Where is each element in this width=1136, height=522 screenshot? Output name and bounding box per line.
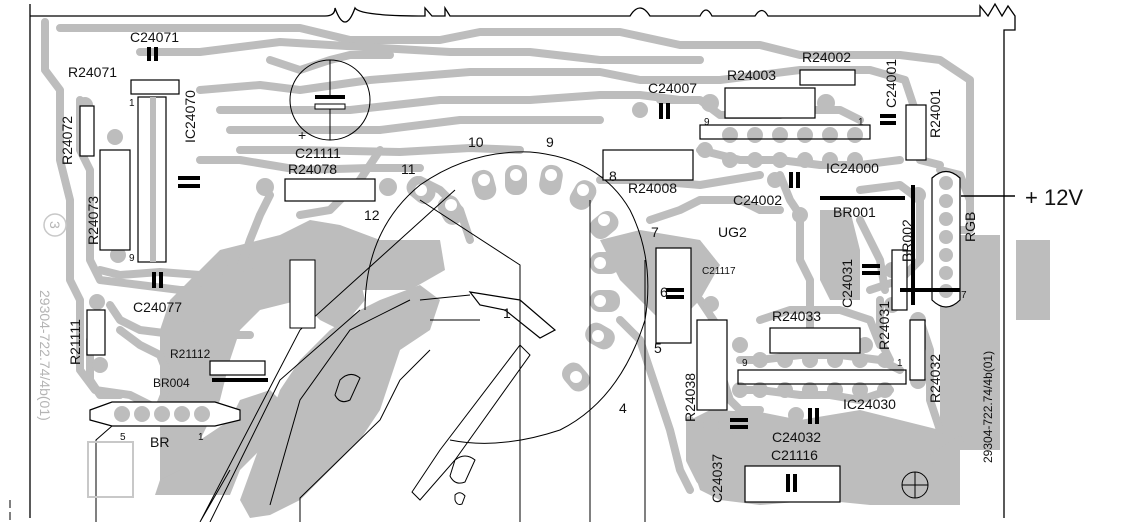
label-r24032: R24032 bbox=[927, 354, 943, 403]
copper-traces bbox=[41, 18, 974, 494]
label-rgb: RGB bbox=[962, 212, 978, 242]
pin-labels: 10 9 11 12 8 7 6 5 4 1 1 9 9 1 9 1 5 1 7 bbox=[120, 98, 967, 443]
label-c21116: C21116 bbox=[771, 447, 818, 463]
pin-label-5: 5 bbox=[654, 340, 662, 356]
label-c24002: C24002 bbox=[733, 192, 782, 208]
br-pin-1: 1 bbox=[198, 432, 204, 443]
ic24070-pin-9: 9 bbox=[129, 253, 135, 264]
pin-label-8: 8 bbox=[609, 168, 617, 184]
board-number: 29304-722.74/4b(01) bbox=[981, 351, 995, 463]
label-r21112: R21112 bbox=[170, 347, 211, 361]
br-pin-5: 5 bbox=[120, 432, 126, 443]
component-labels: C24071 R24071 R24072 IC24070 R24073 C240… bbox=[59, 29, 978, 503]
ic24030-pin-9: 9 bbox=[742, 358, 748, 369]
pin-label-7: 7 bbox=[651, 224, 659, 240]
label-ic24070: IC24070 bbox=[182, 90, 198, 143]
rgb-connector bbox=[931, 170, 1015, 308]
label-c24032: C24032 bbox=[772, 429, 821, 445]
layer-mark: 3 bbox=[47, 221, 63, 229]
pin-label-11: 11 bbox=[401, 161, 416, 177]
label-r24008: R24008 bbox=[628, 180, 677, 196]
label-r24073: R24073 bbox=[85, 196, 101, 245]
ic24000-pin-1: 1 bbox=[858, 117, 864, 128]
label-r24033: R24033 bbox=[772, 308, 821, 324]
polarity-mark: + bbox=[298, 127, 306, 143]
label-c21117: C21117 bbox=[702, 266, 736, 277]
label-br002: BR002 bbox=[899, 219, 915, 262]
label-br: BR bbox=[150, 434, 169, 450]
ic24070-pin-1: 1 bbox=[129, 98, 135, 109]
label-r24038: R24038 bbox=[682, 373, 698, 422]
ic24030-pin-1: 1 bbox=[897, 358, 903, 369]
crt-socket bbox=[199, 151, 649, 522]
label-c21111: C21111 bbox=[295, 145, 341, 161]
pin-label-12: 12 bbox=[364, 207, 380, 223]
label-br001: BR001 bbox=[833, 204, 876, 220]
misc-marks bbox=[9, 213, 929, 520]
small-capacitors bbox=[147, 47, 896, 492]
pin-label-1: 1 bbox=[503, 305, 511, 321]
label-c24001: C24001 bbox=[883, 59, 899, 108]
pin-label-4: 4 bbox=[619, 400, 627, 416]
pin-label-6: 6 bbox=[660, 284, 668, 300]
ic-outlines bbox=[137, 96, 907, 385]
label-c24037: C24037 bbox=[709, 454, 725, 503]
label-r24001: R24001 bbox=[927, 89, 943, 138]
label-r24003: R24003 bbox=[727, 67, 776, 83]
label-br004: BR004 bbox=[153, 376, 190, 390]
label-c24007: C24007 bbox=[648, 80, 697, 96]
rgb-pin-7: 7 bbox=[961, 290, 967, 301]
label-c24077: C24077 bbox=[133, 299, 182, 315]
label-ic24030: IC24030 bbox=[843, 396, 896, 412]
board-outline bbox=[29, 2, 1016, 518]
label-r21111: R21111 bbox=[67, 319, 83, 365]
board-markings: + 12V + 29304-722.74/4b(01) 29304-722.74… bbox=[37, 127, 1083, 463]
label-r24031: R24031 bbox=[876, 301, 892, 350]
label-r24071: R24071 bbox=[68, 64, 117, 80]
label-ic24000: IC24000 bbox=[826, 160, 879, 176]
pin-label-9: 9 bbox=[546, 134, 554, 150]
label-c24071: C24071 bbox=[130, 29, 179, 45]
label-ug2: UG2 bbox=[718, 224, 747, 240]
label-r24078: R24078 bbox=[288, 161, 337, 177]
electrolytic-capacitor-c21111 bbox=[289, 59, 371, 141]
label-r24002: R24002 bbox=[802, 49, 851, 65]
ic24000-pin-9: 9 bbox=[704, 117, 710, 128]
label-r24072: R24072 bbox=[59, 116, 75, 165]
wire-bridges bbox=[212, 185, 960, 382]
board-number-mirrored: 29304-722.74/4b(01) bbox=[37, 290, 53, 421]
pin-label-10: 10 bbox=[468, 134, 484, 150]
label-c24031: C24031 bbox=[839, 259, 855, 308]
br-connector bbox=[87, 401, 241, 522]
supply-label: + 12V bbox=[1025, 185, 1083, 210]
